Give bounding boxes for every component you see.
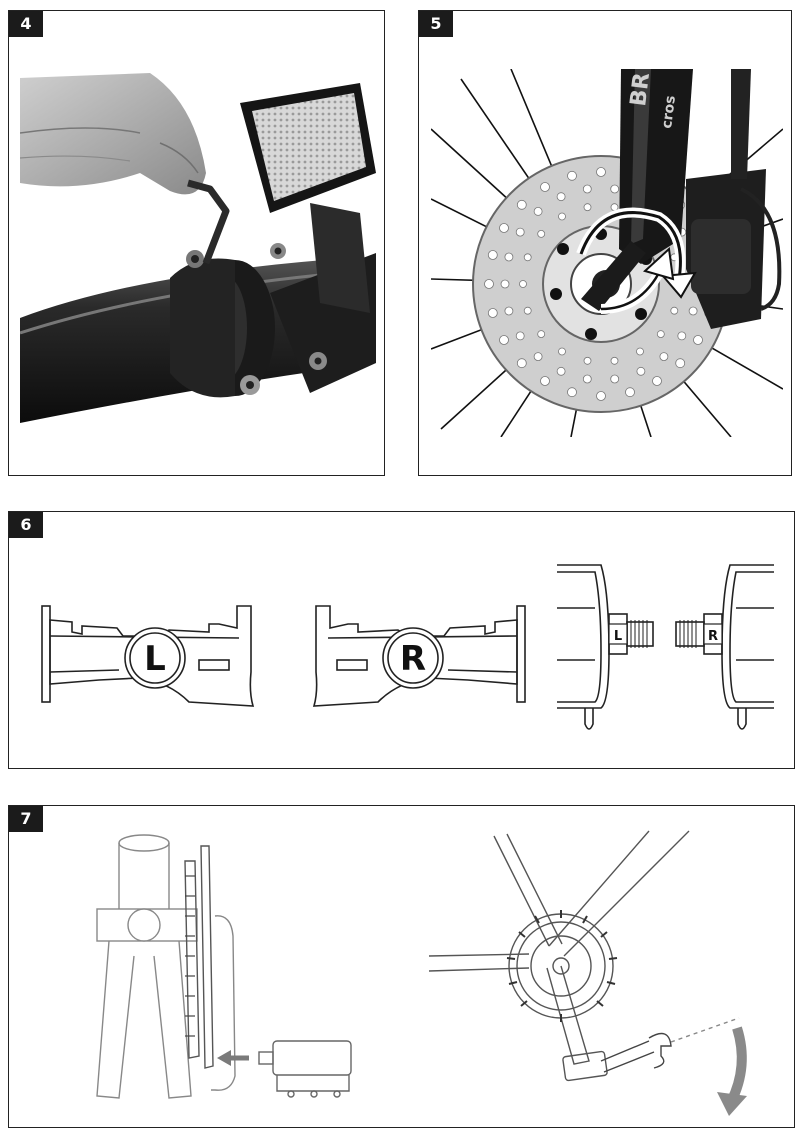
- step-number: 5: [419, 11, 453, 37]
- rotor-hole: [533, 352, 543, 362]
- rotor-hole: [659, 352, 669, 362]
- rotor-hole: [523, 306, 532, 315]
- rotor-hole: [500, 279, 510, 289]
- right-axle-letter: R: [708, 629, 718, 644]
- rotor-hole: [582, 374, 592, 384]
- rotor-hole: [596, 391, 606, 401]
- rotor-hole: [652, 376, 662, 386]
- right-pedal-letter: R: [400, 639, 426, 679]
- pedal-installation-diagrams: [96, 830, 747, 1116]
- rotor-hole: [583, 356, 592, 365]
- rotor-hole: [582, 184, 592, 194]
- rotor-hole: [583, 203, 592, 212]
- rotor-hole: [537, 330, 546, 339]
- rotor-hole: [533, 206, 543, 216]
- rotor-hole: [540, 182, 550, 192]
- insert-arrow-head: [217, 1050, 231, 1066]
- rotor-hole: [610, 184, 620, 194]
- rotor-hole: [519, 280, 527, 288]
- tighten-arrow: [726, 1026, 747, 1105]
- rotor-hole: [556, 366, 566, 376]
- step-number: 7: [9, 806, 43, 832]
- rotor-hole: [516, 199, 527, 210]
- rotor-hole: [636, 347, 644, 356]
- step-4-panel: 4: [8, 10, 385, 476]
- rotor-hole: [484, 279, 494, 289]
- rotor-hole: [499, 335, 509, 345]
- rotor-hole: [558, 347, 566, 356]
- step-number: 4: [9, 11, 43, 37]
- rotor-hole: [688, 306, 698, 316]
- rotor-hole: [693, 335, 703, 345]
- fork-model-text: cros: [659, 95, 679, 130]
- rotor-hole: [558, 212, 566, 221]
- left-axle-letter: L: [614, 629, 622, 644]
- left-axle-pedal-drawing: [557, 564, 654, 730]
- rotor-hole: [515, 227, 525, 237]
- bottom-bracket-drawing: [96, 834, 236, 1099]
- pedal-diagrams: L R L R: [41, 564, 774, 730]
- rotor-hole: [670, 306, 679, 315]
- rotor-hole: [567, 387, 577, 398]
- right-axle-pedal-drawing: [675, 564, 774, 730]
- rotor-hole: [516, 358, 527, 369]
- chainring-teeth: [506, 910, 618, 1022]
- rotor-hole: [596, 167, 606, 177]
- rotor-hole: [537, 229, 546, 238]
- tighten-arrow-head: [717, 1092, 747, 1116]
- left-pedal-letter: L: [144, 639, 166, 679]
- pedal-insertion-drawing: [258, 1040, 352, 1098]
- step-5-panel: 5 BR cros: [418, 10, 792, 476]
- rotor-hole: [610, 374, 620, 384]
- rotor-hole: [675, 358, 686, 369]
- step-7-panel: 7: [8, 805, 795, 1128]
- rotor-hole: [504, 252, 514, 262]
- fork-brand-text: BR: [626, 71, 655, 108]
- rotor-hole: [540, 376, 550, 386]
- rotor-hole: [515, 331, 525, 341]
- rotor-hole: [610, 356, 619, 365]
- rotor-hole: [504, 306, 514, 316]
- rotor-hole: [523, 253, 532, 262]
- rotor-hole: [556, 192, 566, 202]
- rotor-hole: [487, 250, 498, 260]
- rotor-hole: [487, 308, 498, 318]
- disc-brake-photo: BR cros: [431, 69, 783, 437]
- rotor-hole: [499, 223, 509, 233]
- rotor-hole: [625, 387, 635, 398]
- crank-frame-drawing: [428, 830, 740, 1082]
- chain-links: [185, 875, 195, 1037]
- rotor-hole: [656, 330, 665, 339]
- step-number: 6: [9, 512, 43, 538]
- step-6-panel: 6: [8, 511, 795, 769]
- rotor-hole: [636, 366, 646, 376]
- rotor-hole: [677, 331, 687, 341]
- reflector-mounting-photo: [20, 63, 376, 447]
- rotor-hole: [567, 170, 577, 181]
